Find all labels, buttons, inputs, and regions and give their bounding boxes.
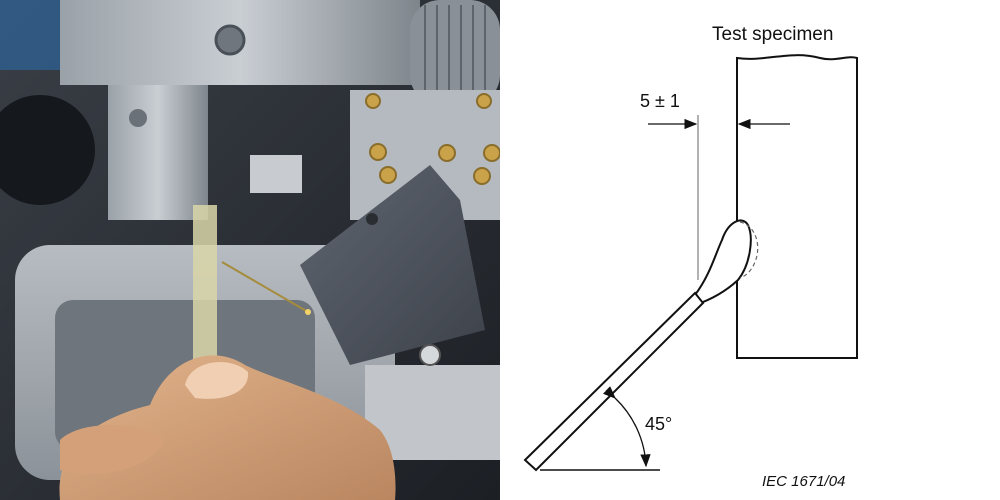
small-block <box>250 155 302 193</box>
hand <box>59 355 396 500</box>
tool-head-hidden-contour <box>739 221 759 279</box>
angle-arc <box>602 386 651 468</box>
dark-knob <box>0 95 95 205</box>
probe-wire <box>221 261 309 313</box>
lower-screw <box>419 344 441 366</box>
knob-knurling <box>424 5 486 100</box>
reference-code: IEC 1671/04 <box>762 473 845 490</box>
test-specimen-outline <box>736 54 858 359</box>
fixture-photo <box>0 0 500 500</box>
angle-label: 45° <box>645 414 672 434</box>
finger <box>60 425 165 474</box>
thumb-nail <box>185 362 249 399</box>
tool-head <box>694 219 752 307</box>
holder-screw <box>129 109 147 127</box>
angled-plate <box>300 165 485 365</box>
mount-screws <box>365 93 500 185</box>
knurled-knob <box>410 0 500 105</box>
tool-shaft <box>523 291 705 472</box>
technical-diagram: Test specimen 5 ± 1 45° IEC 1671/04 <box>500 0 1000 500</box>
dimension-label: 5 ± 1 <box>640 91 680 111</box>
plate-hole <box>366 213 378 225</box>
top-screw <box>214 24 246 56</box>
probe-tip <box>305 309 311 315</box>
test-specimen-strip <box>193 205 217 370</box>
specimen-holder <box>108 85 208 220</box>
specimen-label: Test specimen <box>712 24 833 45</box>
